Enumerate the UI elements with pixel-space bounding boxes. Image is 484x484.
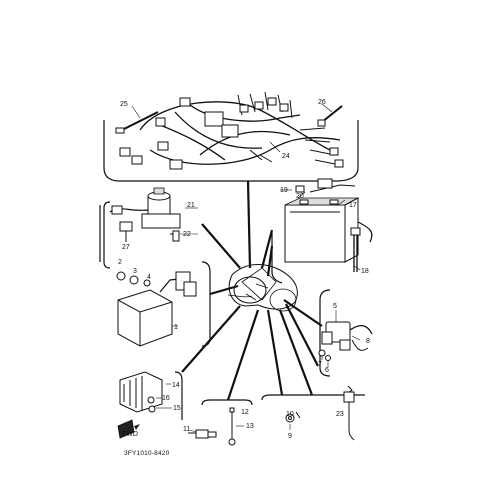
part-number-21: 21 bbox=[187, 202, 195, 209]
part-number-8: 8 bbox=[366, 338, 370, 345]
part-number-18: 18 bbox=[361, 268, 369, 275]
frame-overview bbox=[227, 264, 298, 312]
part-number-11: 11 bbox=[183, 426, 190, 433]
part-number-4: 4 bbox=[147, 274, 151, 281]
part-number-24: 24 bbox=[282, 153, 290, 160]
part-number-6: 6 bbox=[325, 367, 329, 374]
part-number-14: 14 bbox=[172, 382, 180, 389]
part-number-16: 16 bbox=[162, 395, 170, 402]
part-number-23: 23 bbox=[336, 411, 344, 418]
fwd-label: FWD bbox=[122, 431, 138, 438]
part-number-2: 2 bbox=[118, 259, 122, 266]
main-switch-group bbox=[99, 187, 198, 269]
part-number-20: 20 bbox=[296, 193, 304, 200]
cdi-unit-group bbox=[116, 261, 211, 347]
part-number-17: 17 bbox=[349, 202, 357, 209]
part-number-27: 27 bbox=[122, 244, 130, 251]
part-number-5: 5 bbox=[333, 303, 337, 310]
rectifier-group bbox=[119, 371, 183, 420]
drawing-code: 3FY1010-8420 bbox=[124, 450, 170, 457]
fwd-arrow-icon: FWD bbox=[117, 419, 140, 439]
battery-group bbox=[271, 178, 373, 284]
part-number-13: 13 bbox=[246, 423, 254, 430]
part-number-10: 10 bbox=[286, 411, 294, 418]
part-number-3: 3 bbox=[133, 268, 137, 275]
part-number-25: 25 bbox=[120, 101, 128, 108]
sensor-group bbox=[261, 385, 365, 441]
part-number-22: 22 bbox=[183, 231, 191, 238]
spark-plug-group bbox=[188, 399, 253, 446]
callout-rays bbox=[181, 180, 323, 401]
part-number-7: 7 bbox=[318, 361, 322, 368]
part-number-12: 12 bbox=[241, 409, 249, 416]
part-number-19: 19 bbox=[280, 187, 288, 194]
wire-harness-group bbox=[103, 91, 359, 182]
part-number-9: 9 bbox=[288, 433, 292, 440]
part-number-26: 26 bbox=[318, 99, 326, 106]
ignition-coil-group bbox=[318, 289, 373, 377]
part-number-1: 1 bbox=[174, 324, 178, 331]
part-number-15: 15 bbox=[173, 405, 181, 412]
